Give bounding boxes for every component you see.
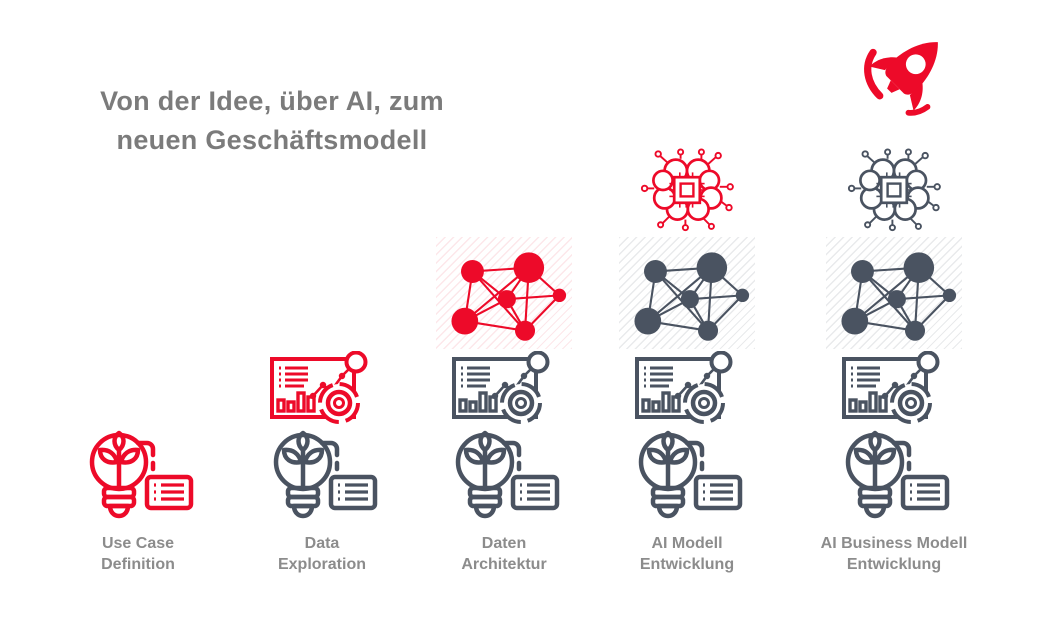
ai-brain-chip-icon [844,145,944,235]
data-network-icon [436,236,572,349]
stage-label-line2: Entwicklung [846,555,942,573]
analytics-chart-icon [448,350,560,425]
analytics-chart-icon [838,350,950,425]
stage-label-line1: AI Business Modell [820,534,968,552]
stage-label-line1: Use Case [101,534,175,552]
idea-bulb-icon [833,429,955,521]
data-network-icon [826,236,962,349]
ai-brain-chip-icon [637,145,737,235]
stage-label-line2: Entwicklung [639,555,735,573]
page-title: Von der Idee, über AI, zum neuen Geschäf… [72,82,472,160]
stage-label-line1: AI Modell [651,534,723,552]
stage-label-line1: Data [304,534,340,552]
idea-bulb-icon [77,429,199,521]
stage-label-line1: Daten [481,534,527,552]
rocket-icon [852,24,956,128]
stage-label-line2: Exploration [277,555,366,573]
stage-label-line2: Definition [101,555,175,573]
page-title-line2: neuen Geschäftsmodell [116,125,428,156]
idea-bulb-icon [261,429,383,521]
stage-label-line2: Architektur [461,555,547,573]
analytics-chart-icon [631,350,743,425]
idea-bulb-icon [626,429,748,521]
page-title-line1: Von der Idee, über AI, zum [100,86,444,116]
analytics-chart-icon [266,350,378,425]
data-network-icon [619,236,755,349]
idea-bulb-icon [443,429,565,521]
